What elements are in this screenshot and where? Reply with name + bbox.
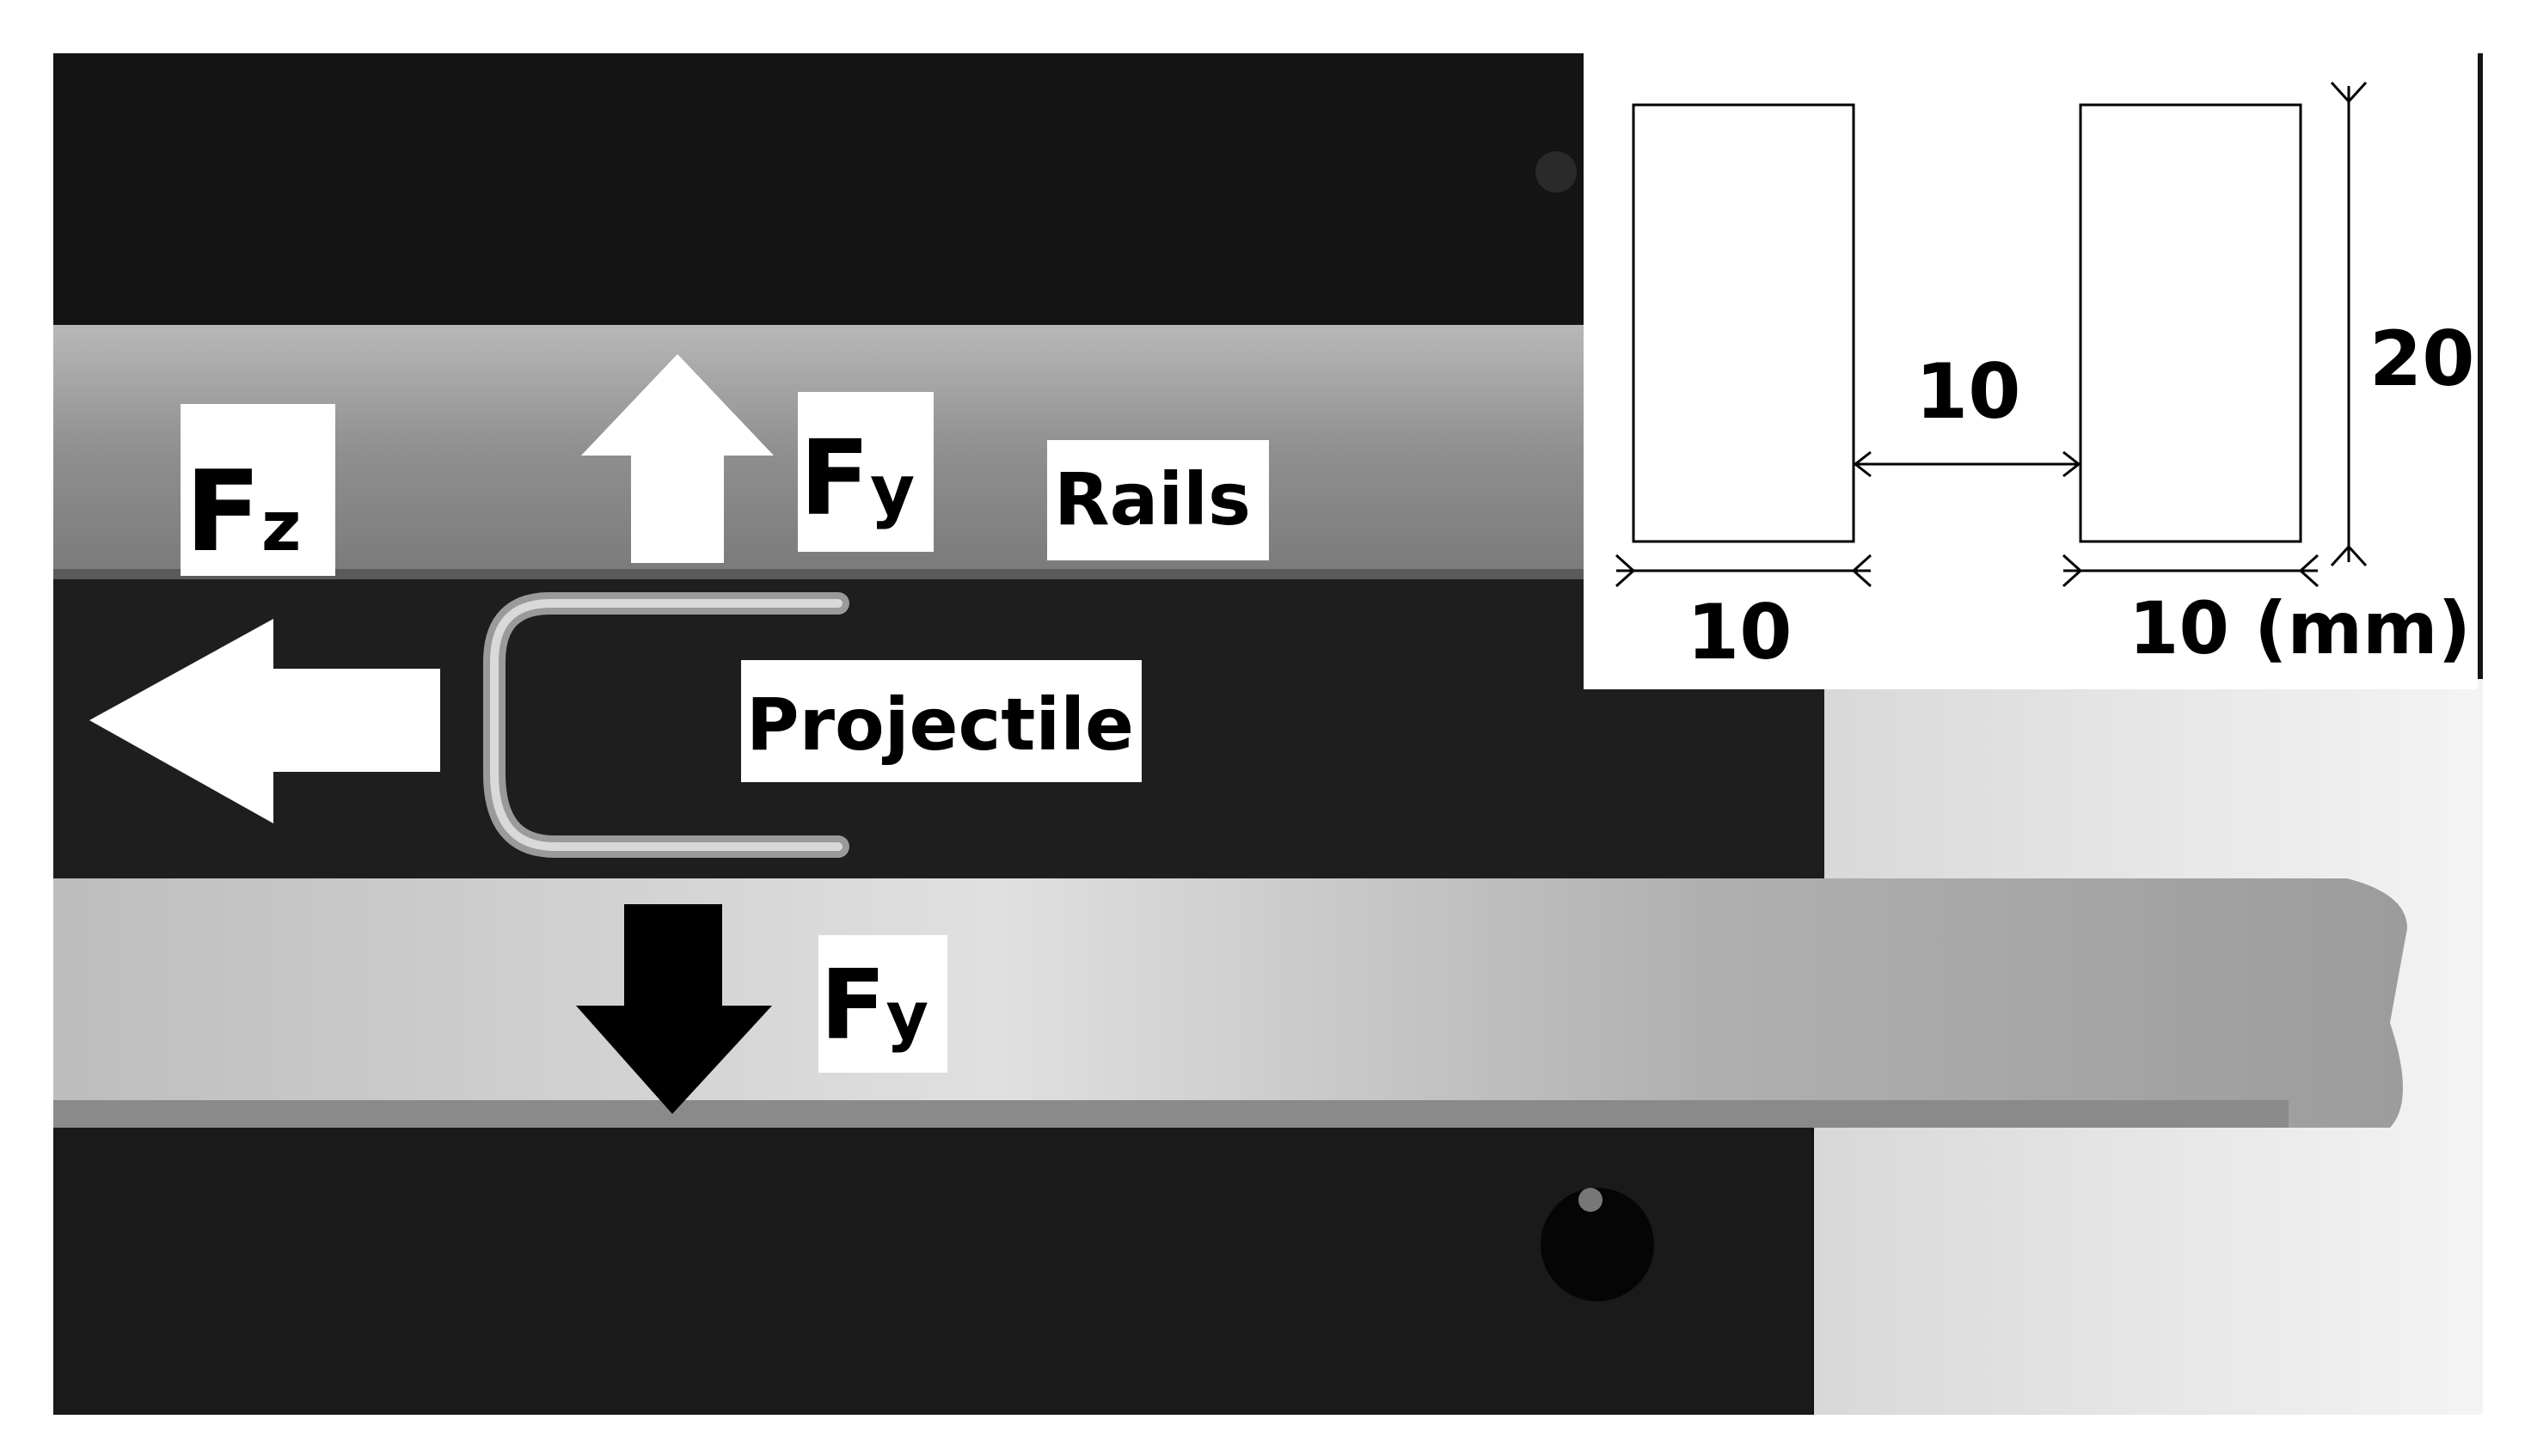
right-width-arrow-a bbox=[2062, 554, 2083, 588]
top-rail-edge bbox=[53, 569, 1588, 579]
left-width-arrow-b bbox=[1851, 554, 1872, 588]
mount-hole bbox=[1541, 1188, 1654, 1301]
left-width-arrow-a bbox=[1615, 554, 1636, 588]
mount-hole-glint bbox=[1578, 1188, 1603, 1212]
fy-top-label: Fy bbox=[800, 419, 915, 539]
height-arrow-bottom bbox=[2330, 544, 2368, 567]
height-arrow-top bbox=[2330, 81, 2368, 104]
gap-arrow-left bbox=[1853, 450, 1872, 478]
projectile-label: Projectile bbox=[746, 682, 1134, 767]
fz-label: Fz bbox=[185, 446, 301, 577]
gap-dimension-label: 10 bbox=[1915, 347, 2020, 436]
left-width-dimension-label: 10 bbox=[1687, 588, 1792, 676]
rails-label-box bbox=[1047, 440, 1269, 560]
right-width-arrow-b bbox=[2298, 554, 2320, 588]
dark-block-lower bbox=[53, 1126, 1811, 1415]
arrow-left-icon bbox=[89, 619, 440, 823]
height-dimension-label: 20 bbox=[2369, 315, 2474, 403]
mount-hole-top bbox=[1535, 151, 1577, 193]
right-rail-section bbox=[2079, 103, 2302, 543]
arrow-down-icon bbox=[576, 904, 772, 1114]
inset-background bbox=[1584, 53, 2478, 689]
right-width-dimension-label: 10 (mm) bbox=[2129, 586, 2471, 670]
projectile-label-box bbox=[741, 660, 1142, 782]
projectile-highlight bbox=[490, 599, 843, 851]
fy-bottom-label-box bbox=[818, 935, 947, 1073]
cross-section-inset: 10 20 10 10 (mm) bbox=[1584, 53, 2478, 689]
fy-top-label-box bbox=[798, 392, 934, 552]
bottom-rail-shade bbox=[53, 1100, 2289, 1128]
fy-bottom-label: Fy bbox=[820, 950, 928, 1061]
arrow-up-icon bbox=[581, 354, 774, 563]
rails-label: Rails bbox=[1054, 457, 1251, 541]
gap-arrow-right bbox=[2062, 450, 2081, 478]
left-rail-section bbox=[1632, 103, 1855, 543]
bottom-rail bbox=[53, 878, 2407, 1128]
fz-label-box bbox=[181, 404, 335, 576]
